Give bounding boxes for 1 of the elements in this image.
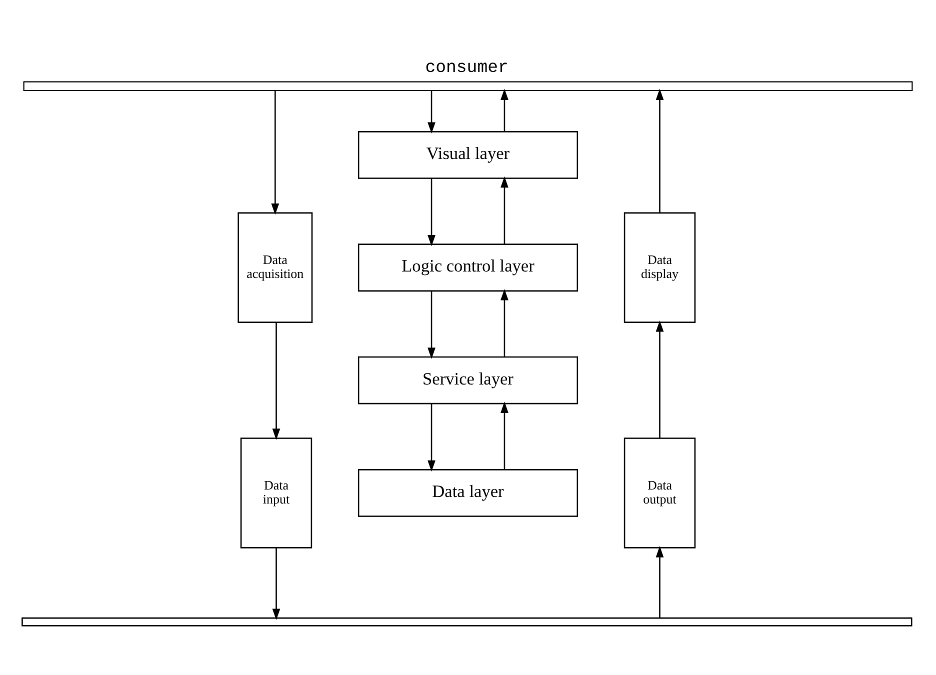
node-label: consumer — [425, 58, 508, 78]
